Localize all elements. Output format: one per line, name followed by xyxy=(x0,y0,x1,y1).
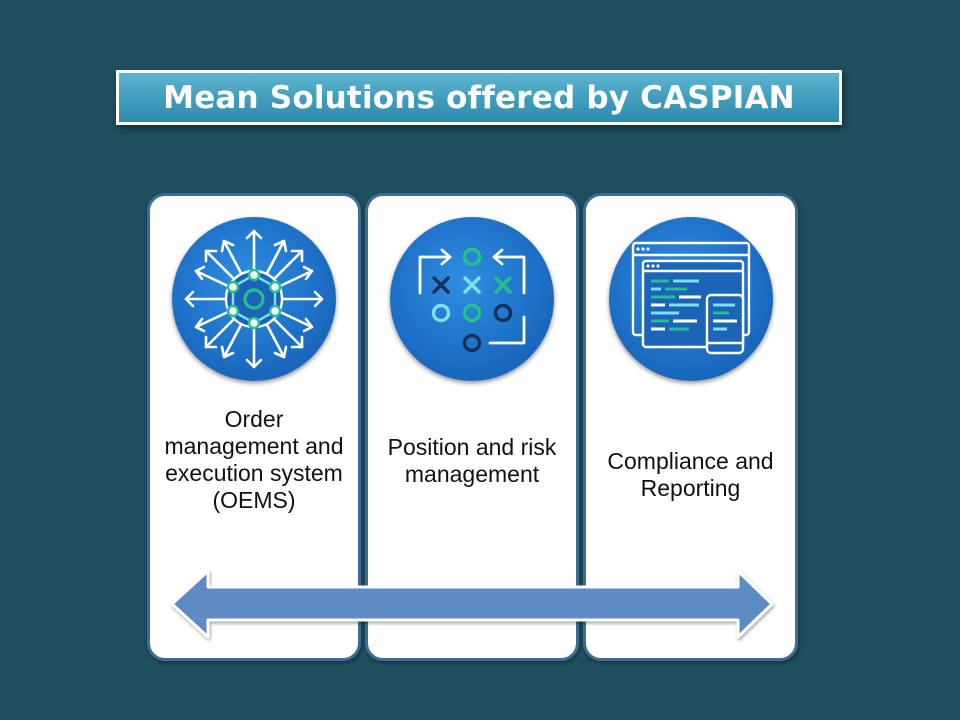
solution-label-position-risk: Position and risk management xyxy=(387,434,557,487)
solution-card-position-risk: Position and risk management xyxy=(365,193,579,661)
solution-label-compliance: Compliance and Reporting xyxy=(607,448,774,501)
solution-card-compliance: Compliance and Reporting xyxy=(583,193,798,661)
solution-label-oems: Order management and execution system (O… xyxy=(164,406,344,513)
report-dashboard-icon xyxy=(608,217,773,381)
solution-card-oems: Order management and execution system (O… xyxy=(147,193,361,661)
network-arrows-icon xyxy=(172,217,336,381)
strategy-play-icon xyxy=(390,217,554,381)
title-banner: Mean Solutions offered by CASPIAN xyxy=(116,70,842,125)
page-title: Mean Solutions offered by CASPIAN xyxy=(163,79,795,116)
